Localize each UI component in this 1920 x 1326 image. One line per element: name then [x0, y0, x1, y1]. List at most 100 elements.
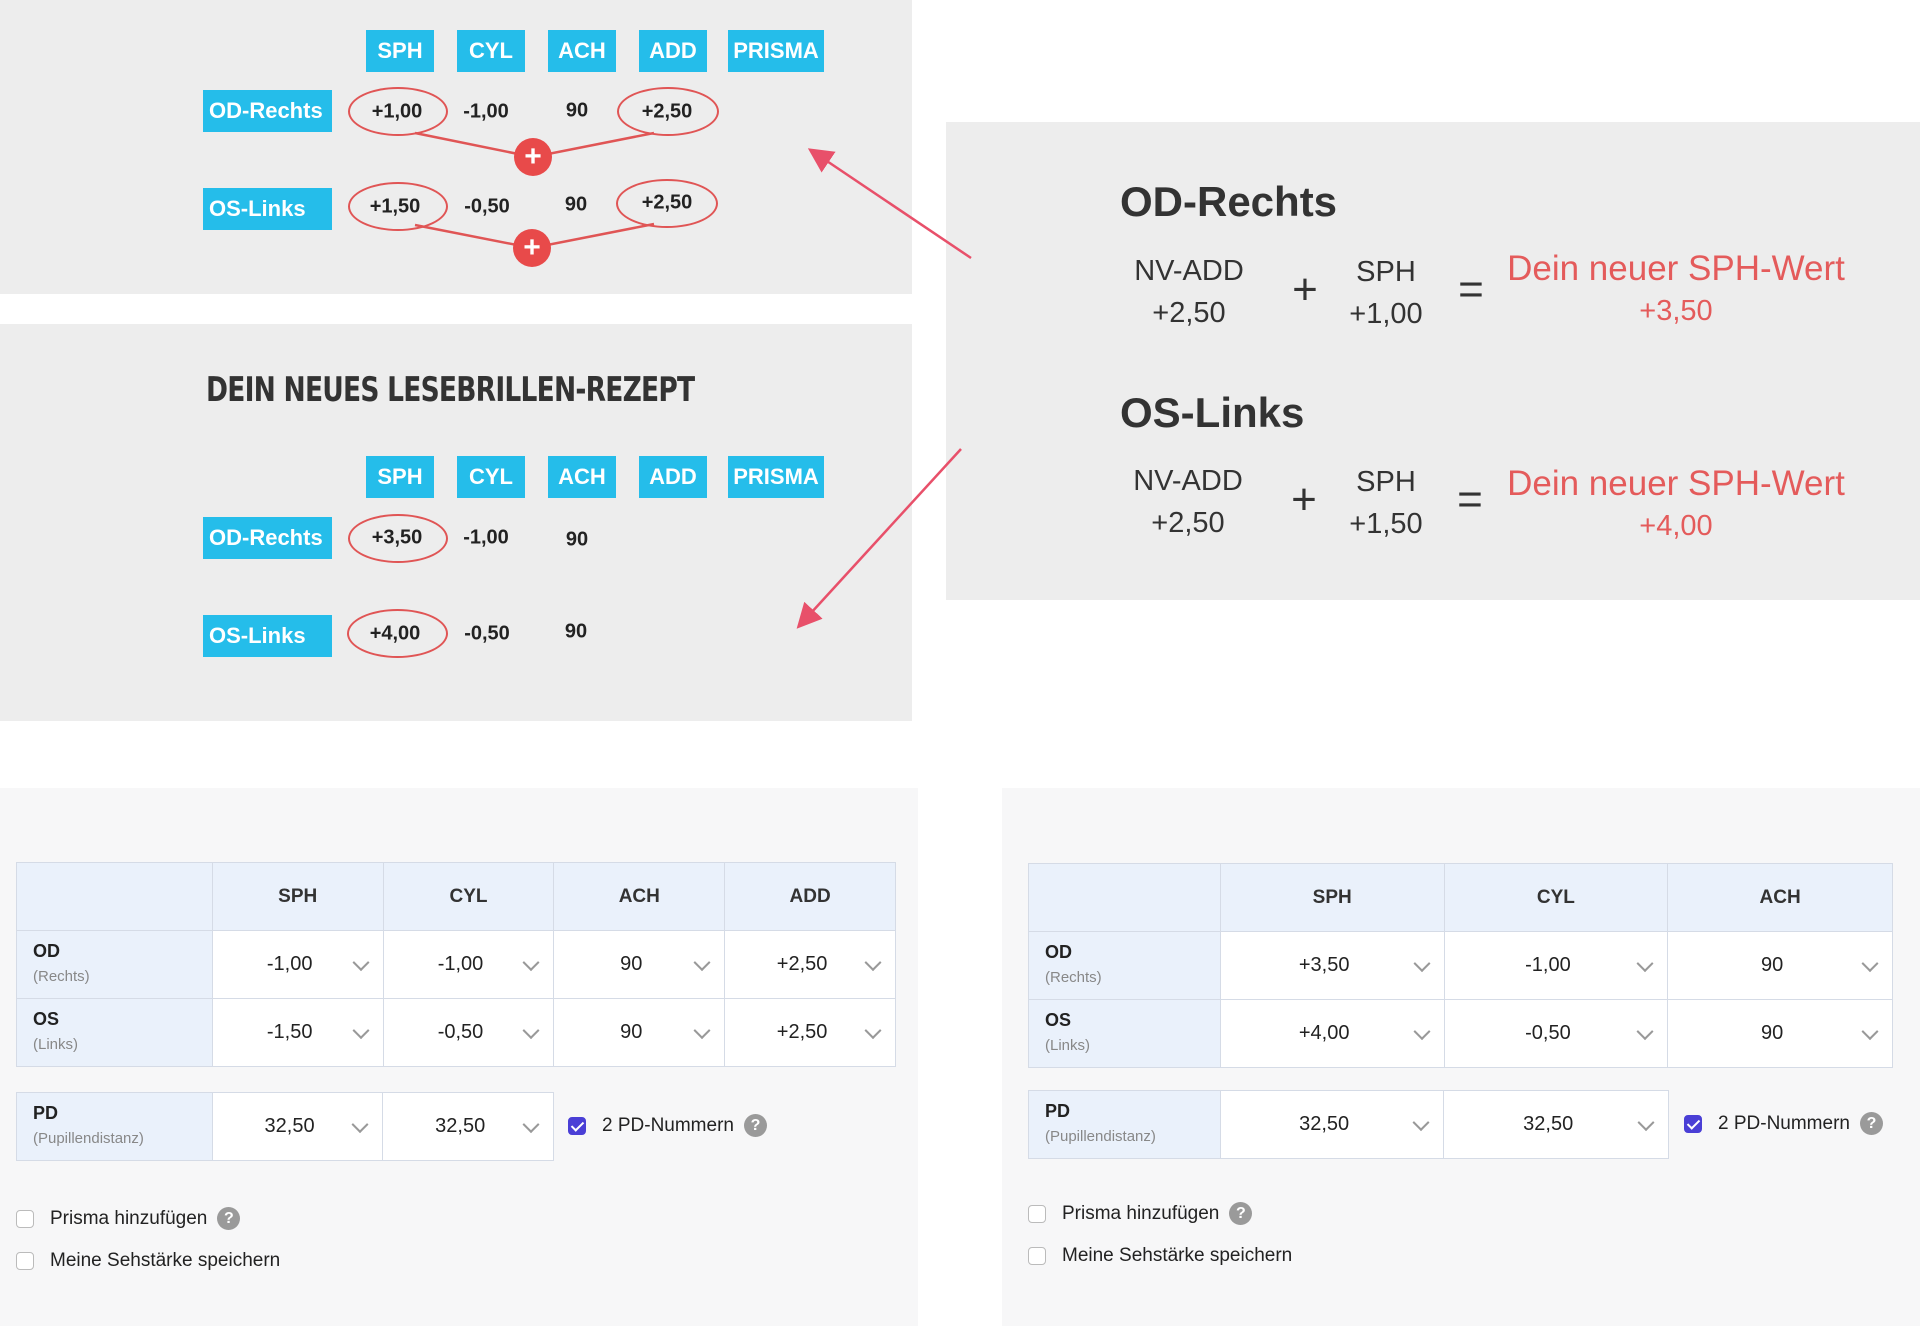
os-ach-select[interactable]: 90: [1667, 999, 1893, 1068]
os-add-select[interactable]: +2,50: [724, 998, 896, 1067]
calc-od-result-label: Dein neuer SPH-Wert: [1507, 249, 1845, 288]
col-header-ach: ACH: [553, 862, 726, 931]
os-ach-value: 90: [564, 193, 588, 216]
select-value: +2,50: [776, 1021, 828, 1043]
new-od-sph-value: +3,50: [371, 526, 423, 549]
prisma-checkbox-row[interactable]: Prisma hinzufügen ?: [16, 1207, 241, 1230]
os-ach-select[interactable]: 90: [553, 998, 726, 1067]
od-sph-ring: [348, 87, 448, 136]
calc-od-sph-value: +1,00: [1349, 298, 1423, 330]
os-sph-value: +1,50: [369, 195, 421, 218]
new-os-cyl-value: -0,50: [464, 622, 510, 645]
pd-left-select[interactable]: 32,50: [1443, 1090, 1669, 1159]
arrow-icon: [807, 148, 972, 260]
new-os-ach-value: 90: [564, 620, 588, 643]
prisma-label: Prisma hinzufügen: [50, 1207, 208, 1229]
calc-os-result: Dein neuer SPH-Wert +4,00: [1507, 463, 1845, 547]
od-sph-select[interactable]: -1,00: [211, 930, 384, 999]
od-sph-select[interactable]: +3,50: [1219, 931, 1445, 1000]
equals-sign: =: [1457, 475, 1483, 524]
calc-os-add: NV-ADD +2,50: [1133, 460, 1243, 544]
select-value: 32,50: [264, 1115, 315, 1137]
os-sph-select[interactable]: +4,00: [1219, 999, 1445, 1068]
two-pd-checkbox-row[interactable]: 2 PD-Nummern ?: [568, 1114, 767, 1137]
checkbox-icon[interactable]: [1684, 1114, 1702, 1133]
col-header-sph: SPH: [1219, 863, 1445, 932]
od-add-select[interactable]: +2,50: [724, 930, 896, 999]
calc-od-result: Dein neuer SPH-Wert +3,50: [1507, 248, 1845, 332]
chevron-down-icon: [522, 1115, 540, 1133]
new-prescription-title: DEIN NEUES LESEBRILLEN-REZEPT: [206, 370, 695, 410]
help-icon[interactable]: ?: [1859, 1112, 1883, 1135]
od-ach-select[interactable]: 90: [553, 930, 726, 999]
select-value: 90: [1761, 1022, 1784, 1044]
od-ach-value: 90: [565, 99, 589, 122]
checkbox-icon[interactable]: [568, 1116, 586, 1135]
arrow-icon: [796, 448, 962, 629]
select-value: +2,50: [776, 953, 828, 975]
row-label: OD: [33, 941, 60, 961]
pd-left-select[interactable]: 32,50: [382, 1092, 554, 1161]
od-cyl-select[interactable]: -1,00: [382, 930, 555, 999]
two-pd-checkbox-row[interactable]: 2 PD-Nummern ?: [1684, 1112, 1883, 1135]
chevron-down-icon: [1861, 954, 1879, 972]
checkbox-icon[interactable]: [1028, 1204, 1046, 1223]
select-value: -1,00: [266, 953, 313, 975]
os-cyl-select[interactable]: -0,50: [382, 998, 555, 1067]
os-sph-select[interactable]: -1,50: [211, 998, 384, 1067]
chevron-down-icon: [352, 953, 370, 971]
calc-os-result-label: Dein neuer SPH-Wert: [1507, 464, 1845, 503]
row-sublabel: (Rechts): [1045, 969, 1102, 986]
save-checkbox-row[interactable]: Meine Sehstärke speichern: [16, 1250, 280, 1272]
help-icon[interactable]: ?: [1229, 1202, 1253, 1225]
os-add-value: +2,50: [641, 191, 693, 214]
header-sph: SPH: [366, 30, 434, 72]
table-row-od: OD (Rechts) -1,00 -1,00 90 +2,50: [16, 930, 896, 999]
od-ach-select[interactable]: 90: [1667, 931, 1893, 1000]
calc-od-result-value: +3,50: [1639, 295, 1713, 327]
checkbox-icon[interactable]: [16, 1209, 34, 1228]
chevron-down-icon: [693, 1021, 711, 1039]
chevron-down-icon: [351, 1115, 369, 1133]
select-value: 90: [620, 1021, 643, 1043]
pd-label: PD: [33, 1103, 59, 1123]
save-label: Meine Sehstärke speichern: [50, 1250, 281, 1271]
calc-od-sph: SPH +1,00: [1349, 251, 1422, 335]
chevron-down-icon: [1413, 1022, 1431, 1040]
od-add-ring: [617, 87, 719, 136]
calc-os-sph-label: SPH: [1356, 466, 1416, 498]
col-header-ach: ACH: [1667, 863, 1893, 932]
plus-circle-icon: +: [514, 138, 552, 176]
pd-table-original: PD(Pupillendistanz) 32,50 32,50: [16, 1092, 554, 1161]
save-checkbox-row[interactable]: Meine Sehstärke speichern: [1028, 1245, 1292, 1267]
row-label-od: OD-Rechts: [203, 90, 332, 132]
chevron-down-icon: [522, 953, 540, 971]
row-sublabel: (Rechts): [33, 968, 90, 985]
pd-right-select[interactable]: 32,50: [211, 1092, 384, 1161]
chevron-down-icon: [693, 953, 711, 971]
select-value: -0,50: [437, 1021, 484, 1043]
plus-sign: +: [1292, 265, 1318, 314]
os-cyl-select[interactable]: -0,50: [1443, 999, 1669, 1068]
select-value: 32,50: [435, 1115, 486, 1137]
pd-right-select[interactable]: 32,50: [1219, 1090, 1445, 1159]
calc-os-sph-value: +1,50: [1349, 508, 1423, 540]
checkbox-icon[interactable]: [16, 1252, 34, 1270]
chevron-down-icon: [1861, 1022, 1879, 1040]
select-value: +3,50: [1298, 954, 1350, 976]
calc-od-add-value: +2,50: [1152, 297, 1226, 329]
calc-od-add-label: NV-ADD: [1134, 255, 1244, 287]
prisma-checkbox-row[interactable]: Prisma hinzufügen ?: [1028, 1202, 1253, 1225]
os-add-ring: [616, 179, 718, 228]
od-cyl-select[interactable]: -1,00: [1443, 931, 1669, 1000]
row-sublabel: (Links): [33, 1036, 79, 1053]
row-label: OS: [1045, 1010, 1072, 1030]
os-cyl-value: -0,50: [464, 195, 510, 218]
checkbox-icon[interactable]: [1028, 1247, 1046, 1265]
chevron-down-icon: [864, 953, 882, 971]
help-icon[interactable]: ?: [743, 1114, 767, 1137]
new-os-sph-ring: [347, 609, 448, 658]
row-sublabel: (Links): [1045, 1037, 1091, 1054]
row-header-od: OD(Rechts): [1028, 931, 1221, 1000]
help-icon[interactable]: ?: [217, 1207, 241, 1230]
